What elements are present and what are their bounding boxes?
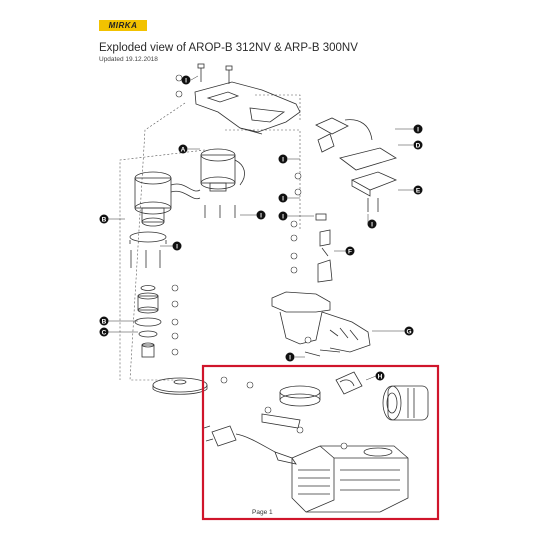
clamp-ring (129, 231, 167, 244)
letter-d-label: D (416, 143, 421, 150)
page-number: Page 1 (252, 509, 273, 516)
switch-assembly-e (350, 171, 398, 212)
letter-c-label: C (102, 330, 107, 337)
battery-pack (382, 385, 429, 421)
letter-i-label: I (185, 78, 187, 85)
letter-i-label: I (371, 222, 373, 229)
letter-i-label: I (282, 214, 284, 221)
letter-e-label: E (416, 188, 421, 195)
handle-housing-g (271, 291, 371, 357)
spindle-stack (134, 285, 162, 358)
letter-h-label: H (378, 374, 383, 381)
electronics-board-d (315, 117, 397, 171)
letter-callout-a: A (178, 144, 188, 154)
letter-callout-b-bottom: B (99, 316, 109, 326)
trigger-parts-f (315, 213, 333, 283)
power-cord (203, 413, 301, 465)
letter-g-label: G (406, 329, 411, 336)
updated-date: Updated 19.12.2018 (99, 56, 158, 63)
letter-callout-b-top: B (99, 214, 109, 224)
letter-callout-c: C (99, 327, 109, 337)
motor-assembly-b (134, 171, 201, 227)
belt-clip (335, 371, 363, 395)
letter-f-label: F (348, 249, 352, 256)
motor-screws (130, 250, 161, 268)
mirka-logo: MIRKA (99, 20, 147, 31)
backing-pad (152, 377, 208, 395)
letter-i-label: I (417, 127, 419, 134)
letter-callout-h: H (375, 371, 385, 381)
letter-a-label: A (181, 147, 186, 154)
letter-i-label: I (289, 355, 291, 362)
letter-i-label: I (282, 157, 284, 164)
top-housing-cover (194, 81, 301, 135)
letter-i-label: I (176, 244, 178, 251)
top-screws (197, 63, 233, 84)
letter-i-label: I (282, 196, 284, 203)
letter-callouts-i: I I I I I I I I I (172, 75, 423, 362)
band-ring (279, 385, 321, 407)
motor-assembly-a (200, 148, 245, 218)
letter-callout-d: D (413, 140, 423, 150)
part-number-callouts (171, 74, 348, 450)
callout-leader-lines (108, 75, 414, 381)
letter-i-label: I (260, 213, 262, 220)
letter-callout-f: F (345, 246, 355, 256)
page-title: Exploded view of AROP-B 312NV & ARP-B 30… (99, 42, 358, 54)
accessories-highlight-box (201, 364, 440, 521)
battery-charger (291, 445, 409, 513)
letter-callout-g: G (404, 326, 414, 336)
letter-b-label: B (102, 217, 107, 224)
letter-callout-e: E (413, 185, 423, 195)
letter-b-label-2: B (102, 319, 107, 326)
